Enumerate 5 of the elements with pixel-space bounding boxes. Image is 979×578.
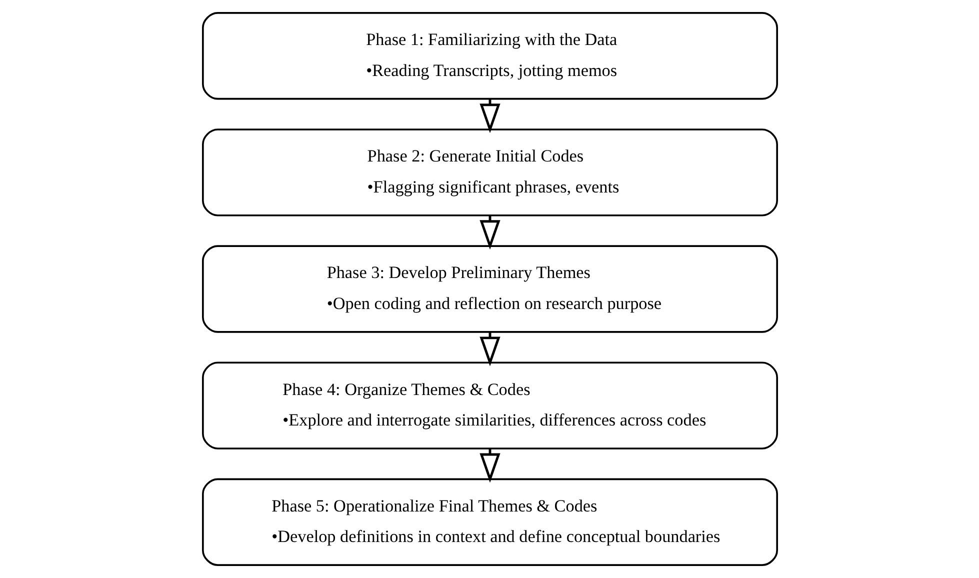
node-box: Phase 2: Generate Initial Codes •Flagging significant phrases, events	[202, 128, 778, 216]
node-box: Phase 4: Organize Themes & Codes •Explore and interrogate similarities, differences across codes	[202, 362, 778, 450]
node-box: Phase 3: Develop Preliminary Themes •Open coding and reflection on research purpose	[202, 245, 778, 333]
node-box: Phase 5: Operationalize Final Themes & Codes •Develop definitions in context and define conceptual boundaries	[202, 478, 778, 566]
node-box: Phase 1: Familiarizing with the Data •Reading Transcripts, jotting memos	[202, 12, 778, 100]
